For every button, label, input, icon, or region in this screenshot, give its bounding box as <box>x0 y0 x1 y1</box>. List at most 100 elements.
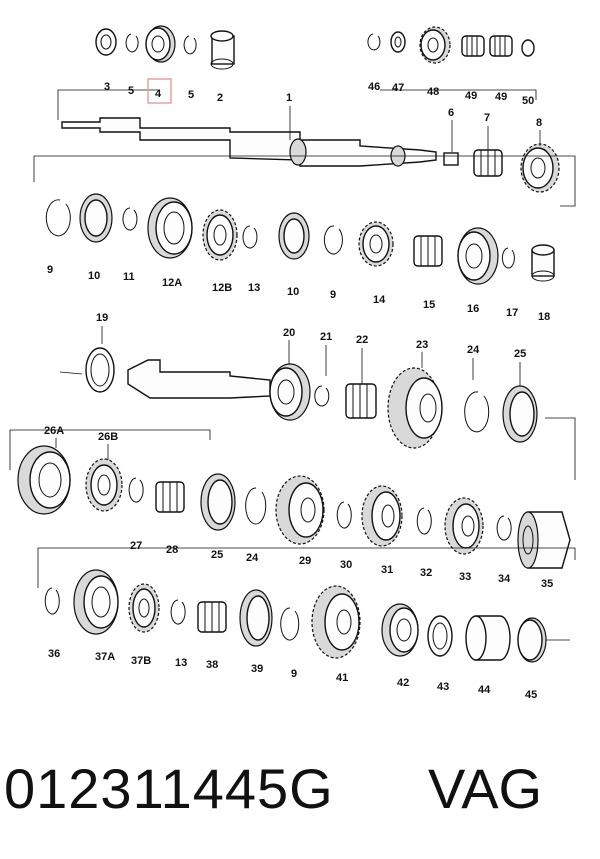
callout-25b: 25 <box>211 549 223 561</box>
callout-15: 15 <box>423 299 435 311</box>
part-18-sleeve <box>531 244 555 282</box>
callout-16: 16 <box>467 303 479 315</box>
callout-28: 28 <box>166 544 178 556</box>
part-13-circlip <box>242 225 258 249</box>
part-32-circlip <box>416 507 432 535</box>
part-24-snap-ring <box>464 391 490 433</box>
exploded-parts-diagram: 3 5 4 5 2 46 47 48 49 49 50 1 6 7 8 9 10… <box>9 25 576 701</box>
callout-11: 11 <box>123 271 135 283</box>
callout-1: 1 <box>286 92 292 104</box>
callout-5: 5 <box>128 85 134 97</box>
callout-31: 31 <box>381 564 393 576</box>
callout-2: 2 <box>217 92 223 104</box>
part-20-bearing <box>269 363 311 421</box>
part-16-bearing <box>457 227 499 285</box>
callout-8: 8 <box>536 117 542 129</box>
part-3-bearing-ring <box>95 28 117 56</box>
callout-12A: 12A <box>162 277 182 289</box>
callout-13: 13 <box>248 282 260 294</box>
part-19-shim <box>85 347 115 393</box>
part-31-gear <box>361 485 403 547</box>
part-8-gear <box>520 143 560 193</box>
part-47-washer <box>390 31 406 53</box>
callout-35: 35 <box>541 578 553 590</box>
part-1-main-shaft <box>61 117 437 167</box>
callout-20: 20 <box>283 327 295 339</box>
part-9-snap-ring <box>45 199 71 237</box>
part-26B-hub <box>85 458 123 512</box>
callout-24b: 24 <box>246 552 259 564</box>
part-48-gear <box>419 26 451 64</box>
callout-37B: 37B <box>131 655 151 667</box>
part-49-needle-bearing <box>461 35 485 57</box>
callout-38: 38 <box>206 659 218 671</box>
part-13b-circlip <box>170 599 186 625</box>
part-14-gear <box>358 221 394 267</box>
part-10-synchro-ring <box>79 193 113 243</box>
part-9c-snap-ring <box>280 607 300 641</box>
callout-29: 29 <box>299 555 311 567</box>
part-21-circlip <box>314 385 330 407</box>
callout-12B: 12B <box>212 282 232 294</box>
part-9b-snap-ring <box>323 225 343 255</box>
callout-49b: 49 <box>495 91 507 103</box>
part-number: 012311445G <box>4 757 334 820</box>
part-28-needle-bearing <box>155 481 185 513</box>
callout-17: 17 <box>506 307 518 319</box>
callout-26B: 26B <box>98 431 118 443</box>
part-27-circlip <box>128 477 144 503</box>
part-37A-sleeve <box>73 569 119 635</box>
callout-39: 39 <box>251 663 263 675</box>
callout-4: 4 <box>155 88 162 100</box>
part-6-small-ring <box>443 152 459 166</box>
callout-25: 25 <box>514 348 526 360</box>
callout-9b: 9 <box>330 289 336 301</box>
part-12B-hub <box>202 209 238 261</box>
part-38-needle-bearing <box>197 601 227 633</box>
part-44-cap <box>465 615 511 661</box>
part-25-synchro-ring <box>502 385 538 443</box>
part-15-needle-bearing <box>413 235 443 267</box>
part-5b-circlip <box>183 35 197 55</box>
part-46-circlip <box>367 33 381 51</box>
part-43-washer <box>427 615 453 657</box>
callout-21: 21 <box>320 331 332 343</box>
callout-7: 7 <box>484 112 490 124</box>
part-23-gear <box>387 367 443 449</box>
callout-46: 46 <box>368 81 380 93</box>
callout-19: 19 <box>96 312 108 324</box>
part-22-needle-bearing <box>345 383 377 419</box>
callout-41: 41 <box>336 672 348 684</box>
callout-10b: 10 <box>287 286 299 298</box>
callout-49: 49 <box>465 90 477 102</box>
callout-6: 6 <box>448 107 454 119</box>
brand-label: VAG <box>428 757 543 820</box>
part-29-gear <box>275 475 325 545</box>
part-33-gear <box>444 497 484 555</box>
callout-5b: 5 <box>188 89 194 101</box>
callout-37A: 37A <box>95 651 115 663</box>
callout-50: 50 <box>522 95 534 107</box>
part-45-cap <box>517 617 547 663</box>
part-25b-synchro-ring <box>200 473 236 531</box>
callout-45: 45 <box>525 689 537 701</box>
callout-3: 3 <box>104 81 110 93</box>
part-2-sleeve <box>210 30 235 70</box>
part-34-circlip <box>496 515 512 541</box>
callout-43: 43 <box>437 681 449 693</box>
callout-27: 27 <box>130 540 142 552</box>
part-35-flange-sleeve <box>517 511 571 569</box>
callout-36: 36 <box>48 648 60 660</box>
part-30-circlip <box>336 501 352 529</box>
callout-24: 24 <box>467 344 480 356</box>
part-49b-needle-bearing <box>489 35 513 57</box>
callout-9c: 9 <box>291 668 297 680</box>
callout-32: 32 <box>420 567 432 579</box>
part-41-gear <box>311 585 361 659</box>
part-pinion-shaft <box>127 359 271 399</box>
part-42-bearing <box>381 603 419 657</box>
part-11-circlip <box>122 207 138 231</box>
part-4-bearing <box>145 25 176 63</box>
highlight-box <box>147 78 172 104</box>
part-36-circlip <box>44 587 60 615</box>
